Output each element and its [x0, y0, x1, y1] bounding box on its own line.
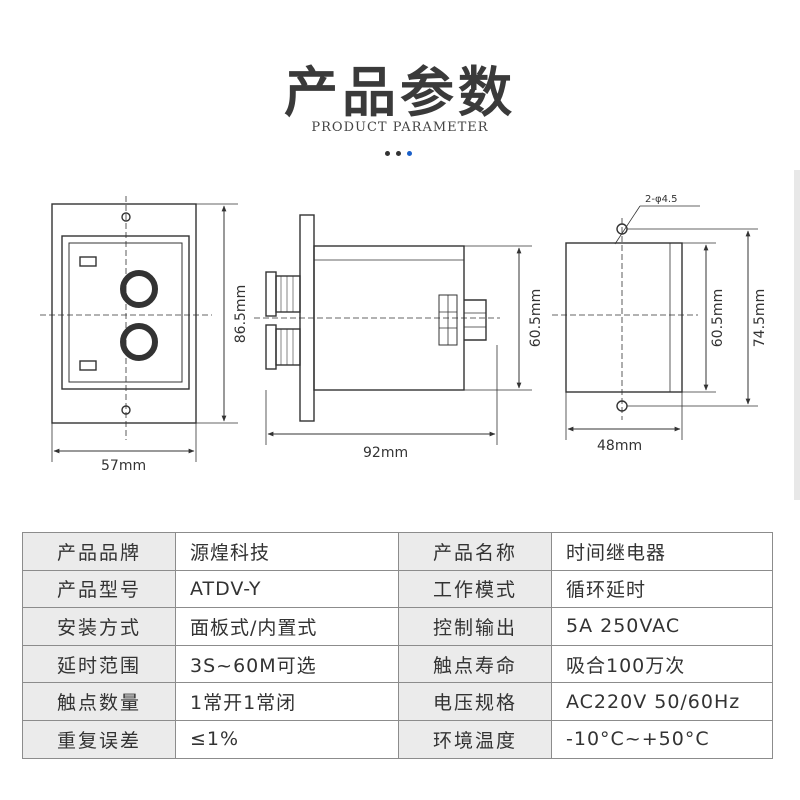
param-label: 产品名称 — [398, 532, 552, 571]
param-label: 延时范围 — [22, 644, 176, 684]
param-value: AC220V 50/60Hz — [551, 682, 773, 721]
knob-top — [120, 270, 158, 308]
front-width-label: 57mm — [101, 458, 146, 474]
param-label: 触点数量 — [22, 682, 176, 721]
front-panel-outline — [51, 203, 197, 424]
param-value: 循环延时 — [551, 569, 773, 609]
page-subtitle: PRODUCT PARAMETER — [311, 120, 489, 135]
knob-side-2 — [265, 324, 277, 370]
knob-side-1 — [265, 271, 277, 317]
param-value: 面板式/内置式 — [175, 607, 399, 646]
side-height-label: 60.5mm — [528, 289, 544, 347]
rear-view — [552, 205, 758, 440]
hole-spec-label: 2-φ4.5 — [645, 194, 677, 205]
rear-width-label: 48mm — [597, 438, 642, 454]
param-label: 控制输出 — [398, 607, 552, 646]
rear-inner-height-label: 60.5mm — [710, 289, 726, 347]
param-value: 5A 250VAC — [551, 607, 773, 646]
param-label: 环境温度 — [398, 719, 552, 759]
param-label: 产品型号 — [22, 569, 176, 609]
title-dots — [385, 151, 412, 156]
side-pins — [464, 299, 487, 341]
front-height-label: 86.5mm — [233, 285, 249, 343]
front-inner-frame — [61, 235, 190, 390]
front-inner-face — [68, 242, 183, 383]
knob-bottom — [120, 323, 158, 361]
param-label: 安装方式 — [22, 607, 176, 646]
param-value: 源煌科技 — [175, 532, 399, 571]
edge-strip — [794, 170, 800, 500]
side-length-label: 92mm — [363, 445, 408, 461]
table-row: 产品品牌源煌科技产品名称时间继电器 — [22, 532, 773, 571]
knob-side-1-body — [275, 275, 301, 313]
param-value: ≤1% — [175, 719, 399, 759]
param-value: 时间继电器 — [551, 532, 773, 571]
param-value: 吸合100万次 — [551, 644, 773, 684]
dot-3 — [407, 151, 412, 156]
indicator-bottom — [79, 360, 97, 371]
dimension-drawings: 57mm 86.5mm 92mm 60.5mm — [40, 194, 768, 474]
param-value: 3S~60M可选 — [175, 644, 399, 684]
rear-body — [565, 242, 683, 393]
page-title: 产品参数 — [284, 61, 516, 124]
knob-side-2-body — [275, 328, 301, 366]
side-view — [254, 214, 532, 445]
rear-outer-height-label: 74.5mm — [752, 289, 768, 347]
param-value: 1常开1常闭 — [175, 682, 399, 721]
indicator-top — [79, 256, 97, 267]
param-value: -10°C~+50°C — [551, 719, 773, 759]
param-label: 电压规格 — [398, 682, 552, 721]
param-label: 工作模式 — [398, 569, 552, 609]
dot-2 — [396, 151, 401, 156]
mount-hole-top — [121, 212, 131, 222]
param-value: ATDV-Y — [175, 569, 399, 609]
table-row: 重复误差≤1%环境温度-10°C~+50°C — [22, 719, 773, 759]
dot-1 — [385, 151, 390, 156]
param-label: 触点寿命 — [398, 644, 552, 684]
param-label: 重复误差 — [22, 719, 176, 759]
front-view — [40, 196, 238, 462]
param-label: 产品品牌 — [22, 532, 176, 571]
